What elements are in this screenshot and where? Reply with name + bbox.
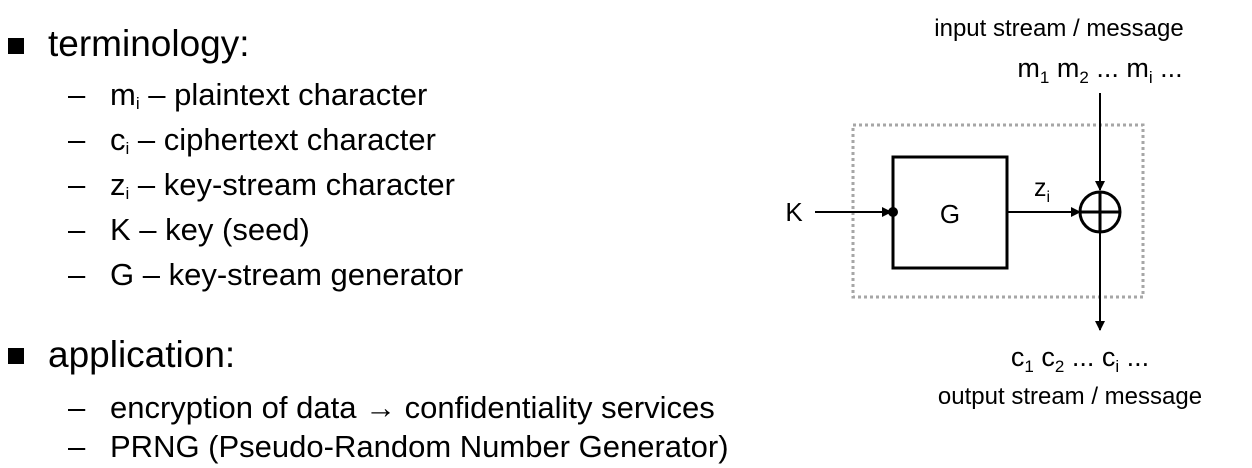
application-heading: application: xyxy=(48,334,236,375)
dash: – xyxy=(68,122,86,157)
c2-symbol: c xyxy=(1041,342,1055,372)
mi-symbol: m xyxy=(1126,53,1149,83)
system-boundary xyxy=(851,123,1145,299)
term-description: – ciphertext character xyxy=(129,122,436,157)
key-input-dot xyxy=(888,207,898,217)
c-ellipsis: ... xyxy=(1072,342,1095,372)
dash: – xyxy=(68,429,86,464)
ci-subscript: i xyxy=(1115,357,1119,376)
m2-subscript: 2 xyxy=(1079,68,1088,87)
dash: – xyxy=(68,77,86,112)
term-symbol: m xyxy=(110,77,136,112)
z-subscript: i xyxy=(1047,189,1051,206)
term-item-g: –G – key-stream generator xyxy=(68,256,463,294)
term-description: – key-stream character xyxy=(129,167,455,202)
stream-cipher-diagram: input stream / message m1 m2 ... mi ... … xyxy=(785,15,1202,410)
application-item-encryption: –encryption of data → confidentiality se… xyxy=(68,389,715,427)
term-item-zi: –zi – key-stream character xyxy=(68,166,455,204)
terminology-heading: terminology: xyxy=(48,23,250,64)
dash: – xyxy=(68,167,86,202)
m1-symbol: m xyxy=(1017,53,1040,83)
c1-symbol: c xyxy=(1011,342,1025,372)
application-text: encryption of data → confidentiality ser… xyxy=(110,390,715,425)
term-description: – plaintext character xyxy=(139,77,428,112)
m1-subscript: 1 xyxy=(1040,68,1049,87)
term-subscript: i xyxy=(125,184,130,203)
application-item-prng: –PRNG (Pseudo-Random Number Generator) xyxy=(68,428,729,466)
term-description: – key-stream generator xyxy=(134,257,464,292)
dash: – xyxy=(68,257,86,292)
m-trailing-ellipsis: ... xyxy=(1160,53,1183,83)
c-trailing-ellipsis: ... xyxy=(1127,342,1150,372)
z-symbol: z xyxy=(1034,174,1047,202)
input-stream-label: input stream / message xyxy=(934,15,1183,42)
mi-subscript: i xyxy=(1149,68,1153,87)
dash: – xyxy=(68,390,86,425)
dash: – xyxy=(68,212,86,247)
term-symbol: G xyxy=(110,257,135,292)
term-subscript: i xyxy=(135,94,140,113)
application-text: PRNG (Pseudo-Random Number Generator) xyxy=(110,429,729,464)
message-sequence: m1 m2 ... mi ... xyxy=(1017,53,1182,87)
keystream-label: zi xyxy=(1034,174,1050,206)
ci-symbol: c xyxy=(1102,342,1116,372)
ciphertext-sequence: c1 c2 ... ci ... xyxy=(1011,342,1149,376)
term-item-ci: –ci – ciphertext character xyxy=(68,121,436,159)
output-stream-label: output stream / message xyxy=(938,383,1202,410)
generator-label: G xyxy=(940,199,960,229)
key-label: K xyxy=(785,197,803,227)
term-item-mi: –mi – plaintext character xyxy=(68,76,427,114)
term-item-k: –K – key (seed) xyxy=(68,211,310,249)
term-symbol: K xyxy=(110,212,131,247)
term-subscript: i xyxy=(125,139,130,158)
m2-symbol: m xyxy=(1057,53,1080,83)
term-symbol: z xyxy=(110,167,126,202)
bullet-icon xyxy=(8,348,24,364)
term-symbol: c xyxy=(110,122,126,157)
m-ellipsis: ... xyxy=(1096,53,1119,83)
c1-subscript: 1 xyxy=(1024,357,1033,376)
term-description: – key (seed) xyxy=(130,212,310,247)
c2-subscript: 2 xyxy=(1055,357,1064,376)
bullet-icon xyxy=(8,38,24,54)
